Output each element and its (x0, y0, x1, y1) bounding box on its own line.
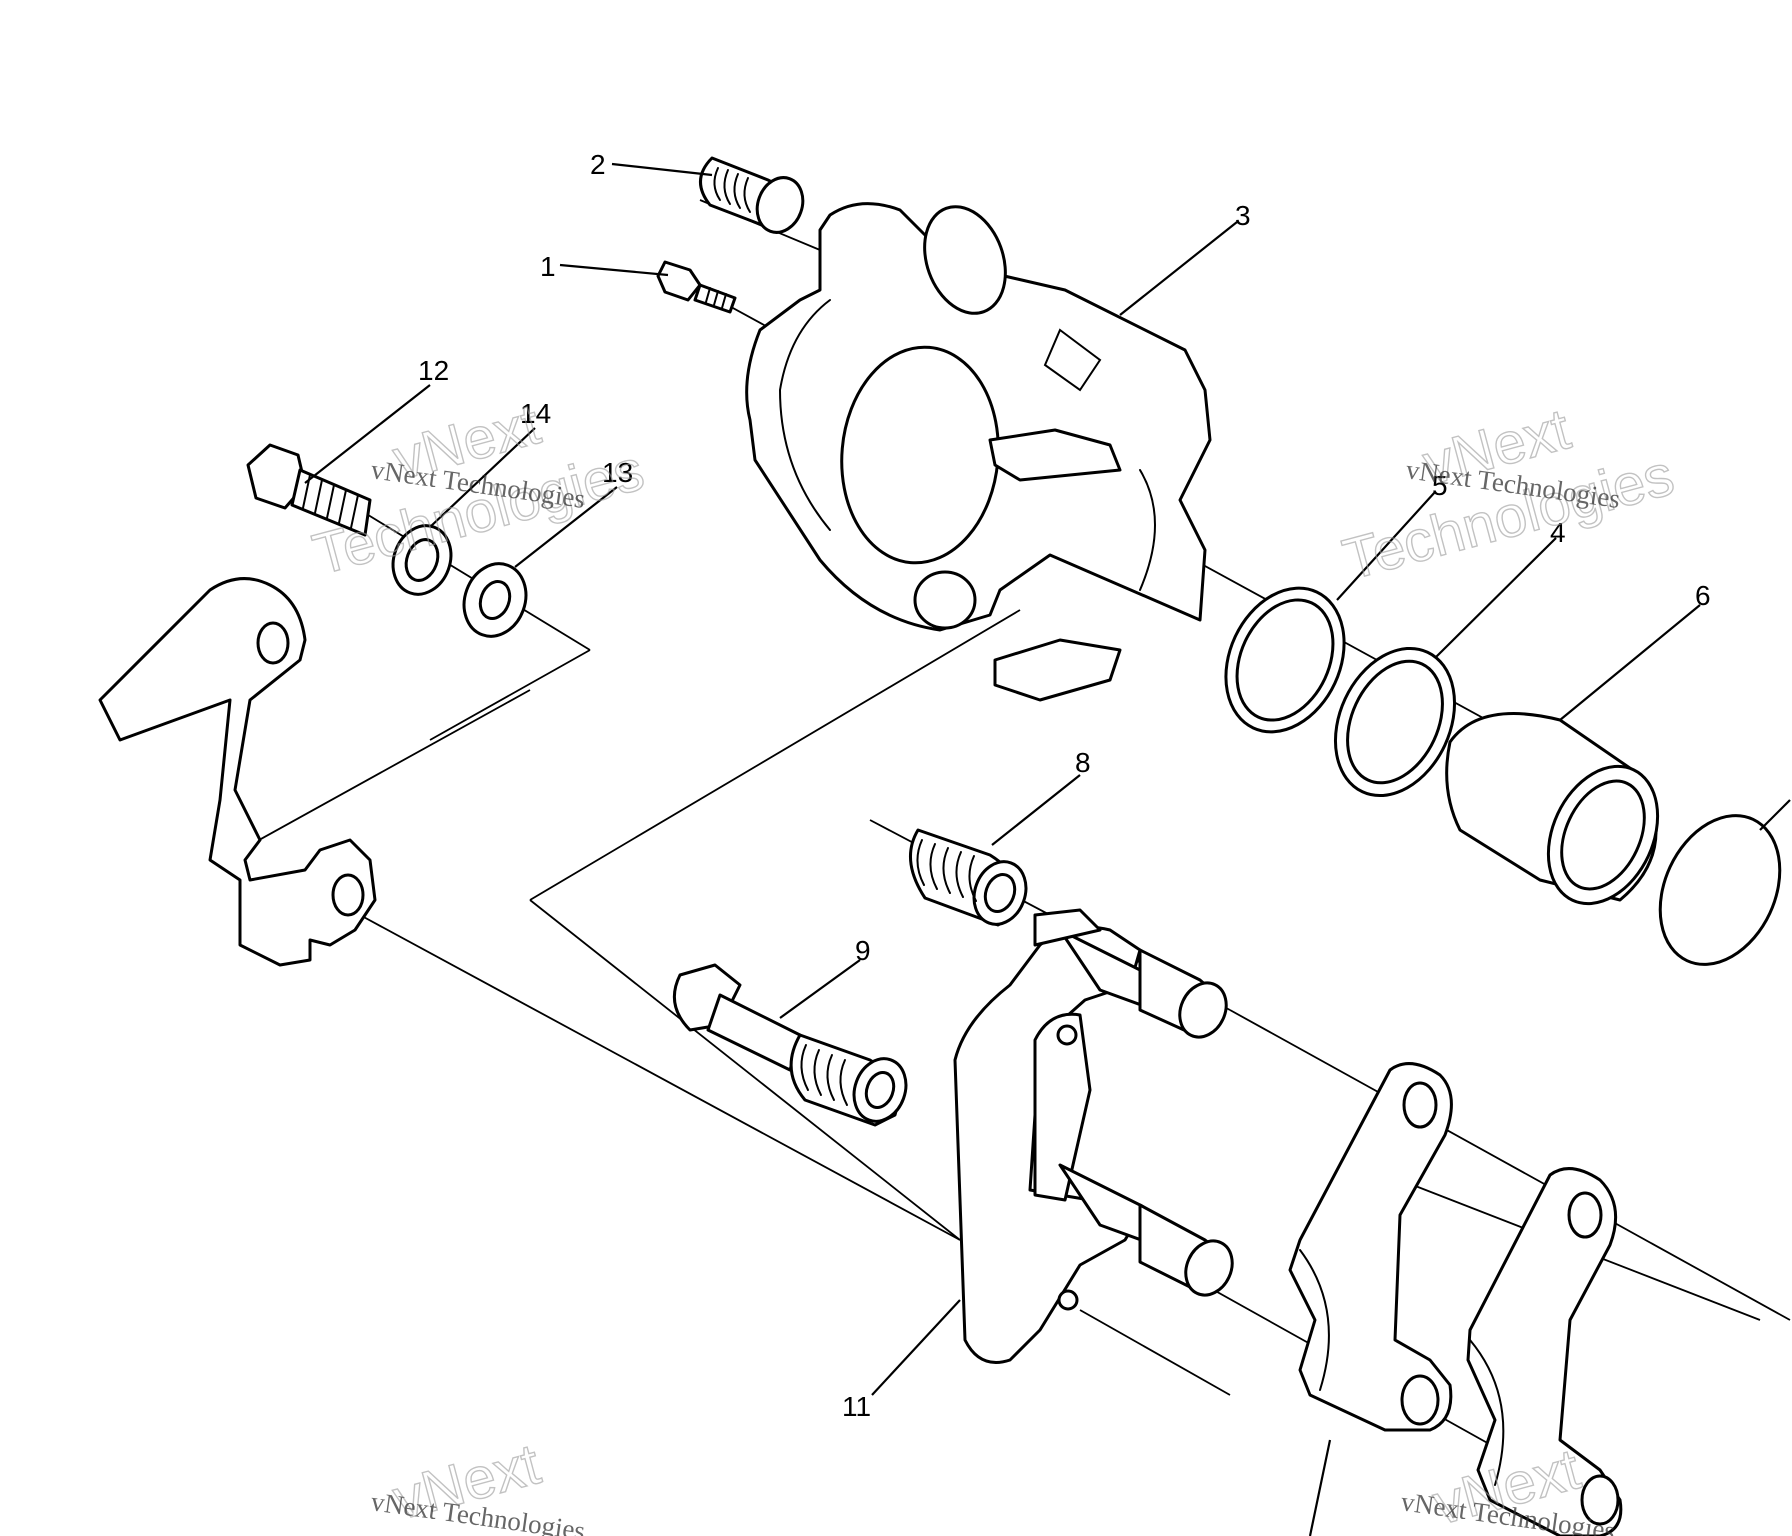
callout-2: 2 (590, 149, 606, 180)
watermark-top-right: vNext Technologies vNext Technologies (1336, 396, 1681, 594)
callout-14: 14 (520, 398, 551, 429)
part-9-slide-pin (672, 963, 908, 1127)
part-8-pin-boot (908, 828, 1028, 927)
watermark-bottom-left: vNext vNext Technologies (369, 1431, 587, 1536)
part-5-seal (1224, 586, 1346, 734)
callout-4: 4 (1550, 517, 1566, 548)
part-13-flat-washer (462, 562, 528, 638)
piston-cap (1658, 814, 1782, 966)
callout-13: 13 (602, 457, 633, 488)
leader-lines (304, 162, 1791, 1536)
callout-numbers: 1 2 3 4 5 6 8 9 11 12 13 14 (418, 149, 1711, 1422)
callout-6: 6 (1695, 580, 1711, 611)
brake-pad-inner (1288, 1062, 1453, 1432)
part-3-caliper-body (745, 202, 1212, 702)
callout-9: 9 (855, 935, 871, 966)
part-1-bleeder-screw (656, 260, 737, 314)
part-6-piston (1445, 712, 1660, 906)
callout-11: 11 (842, 1391, 871, 1422)
callout-3: 3 (1235, 200, 1251, 231)
callout-8: 8 (1075, 747, 1091, 778)
part-14-lock-washer (391, 524, 453, 596)
part-4-dust-seal (1333, 646, 1457, 798)
callout-5: 5 (1432, 470, 1448, 501)
callout-1: 1 (540, 251, 556, 282)
part-2-boot (699, 156, 805, 234)
part-11-caliper-bracket (953, 908, 1234, 1364)
callout-12: 12 (418, 355, 449, 386)
mounting-arm (98, 577, 377, 967)
part-12-bolt (246, 443, 372, 537)
watermark-top-left: vNext Technologies vNext Technologies (306, 391, 651, 589)
